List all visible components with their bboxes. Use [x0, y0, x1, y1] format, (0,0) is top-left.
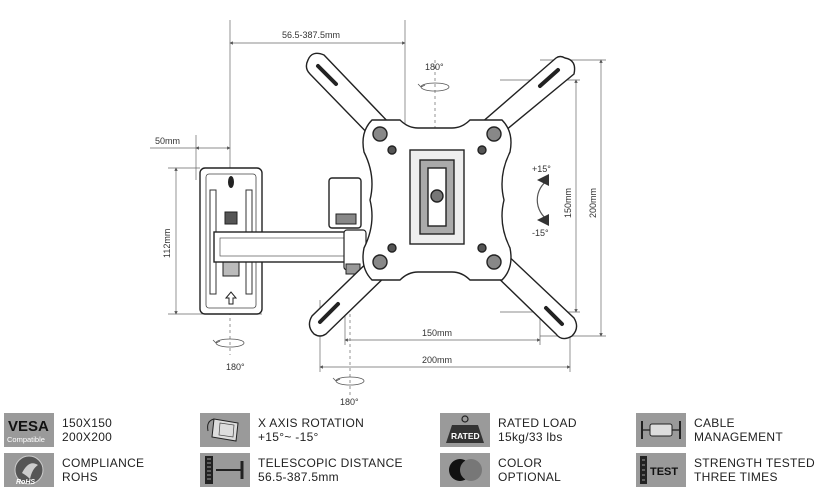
vesa-small-vertical-label: 150mm — [563, 188, 573, 218]
feature-cable-line1: CABLE — [694, 416, 735, 430]
svg-text:TEST: TEST — [650, 466, 678, 478]
feature-rohs-line1: COMPLIANCE — [62, 456, 145, 470]
svg-text:VESA: VESA — [8, 418, 49, 435]
feature-vesa-line2: 200X200 — [62, 430, 113, 444]
cable-management-icon — [636, 413, 686, 447]
svg-text:Compatible: Compatible — [7, 435, 45, 444]
feature-rated-load: RATED RATED LOAD 15kg/33 lbs — [440, 412, 577, 448]
feature-telescopic-line2: 56.5-387.5mm — [258, 470, 339, 484]
feature-strength-line1: STRENGTH TESTED — [694, 456, 815, 470]
tilt-down-label: -15° — [532, 228, 549, 238]
feature-cable-line2: MANAGEMENT — [694, 430, 784, 444]
vesa-compatible-icon: VESA Compatible — [4, 413, 54, 447]
x-axis-rotation-icon — [200, 413, 250, 447]
bottom-rotation-label: 180° — [340, 397, 359, 407]
wall-rotation-label: 180° — [226, 362, 245, 372]
feature-telescopic-line1: TELESCOPIC DISTANCE — [258, 456, 403, 470]
feature-strength-tested: TEST STRENGTH TESTED THREE TIMES — [636, 452, 815, 488]
feature-rohs-line2: ROHS — [62, 470, 98, 484]
feature-strength-line2: THREE TIMES — [694, 470, 778, 484]
feature-x-axis-line2: +15°~ -15° — [258, 430, 319, 444]
feature-color-optional: COLOR OPTIONAL — [440, 452, 561, 488]
tilt-up-label: +15° — [532, 164, 551, 174]
feature-cable-management: CABLE MANAGEMENT — [636, 412, 783, 448]
feature-color-line2: OPTIONAL — [498, 470, 562, 484]
vesa-large-vertical-label: 200mm — [588, 188, 598, 218]
rohs-compliance-icon: RoHS — [4, 453, 54, 487]
telescopic-arm — [213, 177, 367, 275]
wall-plate-width-label: 50mm — [155, 136, 180, 146]
feature-rated-load-line2: 15kg/33 lbs — [498, 430, 563, 444]
feature-rohs: RoHS COMPLIANCE ROHS — [4, 452, 144, 488]
telescopic-distance-icon — [200, 453, 250, 487]
feature-rated-load-line1: RATED LOAD — [498, 416, 577, 430]
tilt-arrow-up-icon — [537, 174, 549, 186]
feature-telescopic-distance: TELESCOPIC DISTANCE 56.5-387.5mm — [200, 452, 403, 488]
color-optional-icon — [440, 453, 490, 487]
rated-load-icon: RATED — [440, 413, 490, 447]
extension-range-label: 56.5-387.5mm — [282, 30, 340, 40]
feature-x-axis-line1: X AXIS ROTATION — [258, 416, 365, 430]
feature-list: VESA Compatible 150X150 200X200 X AXIS R… — [0, 408, 820, 500]
feature-color-line1: COLOR — [498, 456, 543, 470]
wall-plate-height-label: 112mm — [162, 229, 172, 258]
feature-x-axis-rotation: X AXIS ROTATION +15°~ -15° — [200, 412, 364, 448]
mount-technical-drawing: 56.5-387.5mm 50mm 112mm 150mm 200mm 150m… — [150, 20, 606, 407]
tilt-arrow-down-icon — [537, 214, 549, 226]
vesa-small-horizontal-label: 150mm — [422, 328, 452, 338]
feature-vesa: VESA Compatible 150X150 200X200 — [4, 412, 112, 448]
feature-vesa-line1: 150X150 — [62, 416, 113, 430]
strength-tested-icon: TEST — [636, 453, 686, 487]
vesa-large-horizontal-label: 200mm — [422, 355, 452, 365]
svg-text:RATED: RATED — [451, 431, 480, 441]
svg-text:RoHS: RoHS — [16, 479, 35, 486]
top-rotation-label: 180° — [425, 62, 444, 72]
vesa-bracket — [305, 52, 578, 340]
